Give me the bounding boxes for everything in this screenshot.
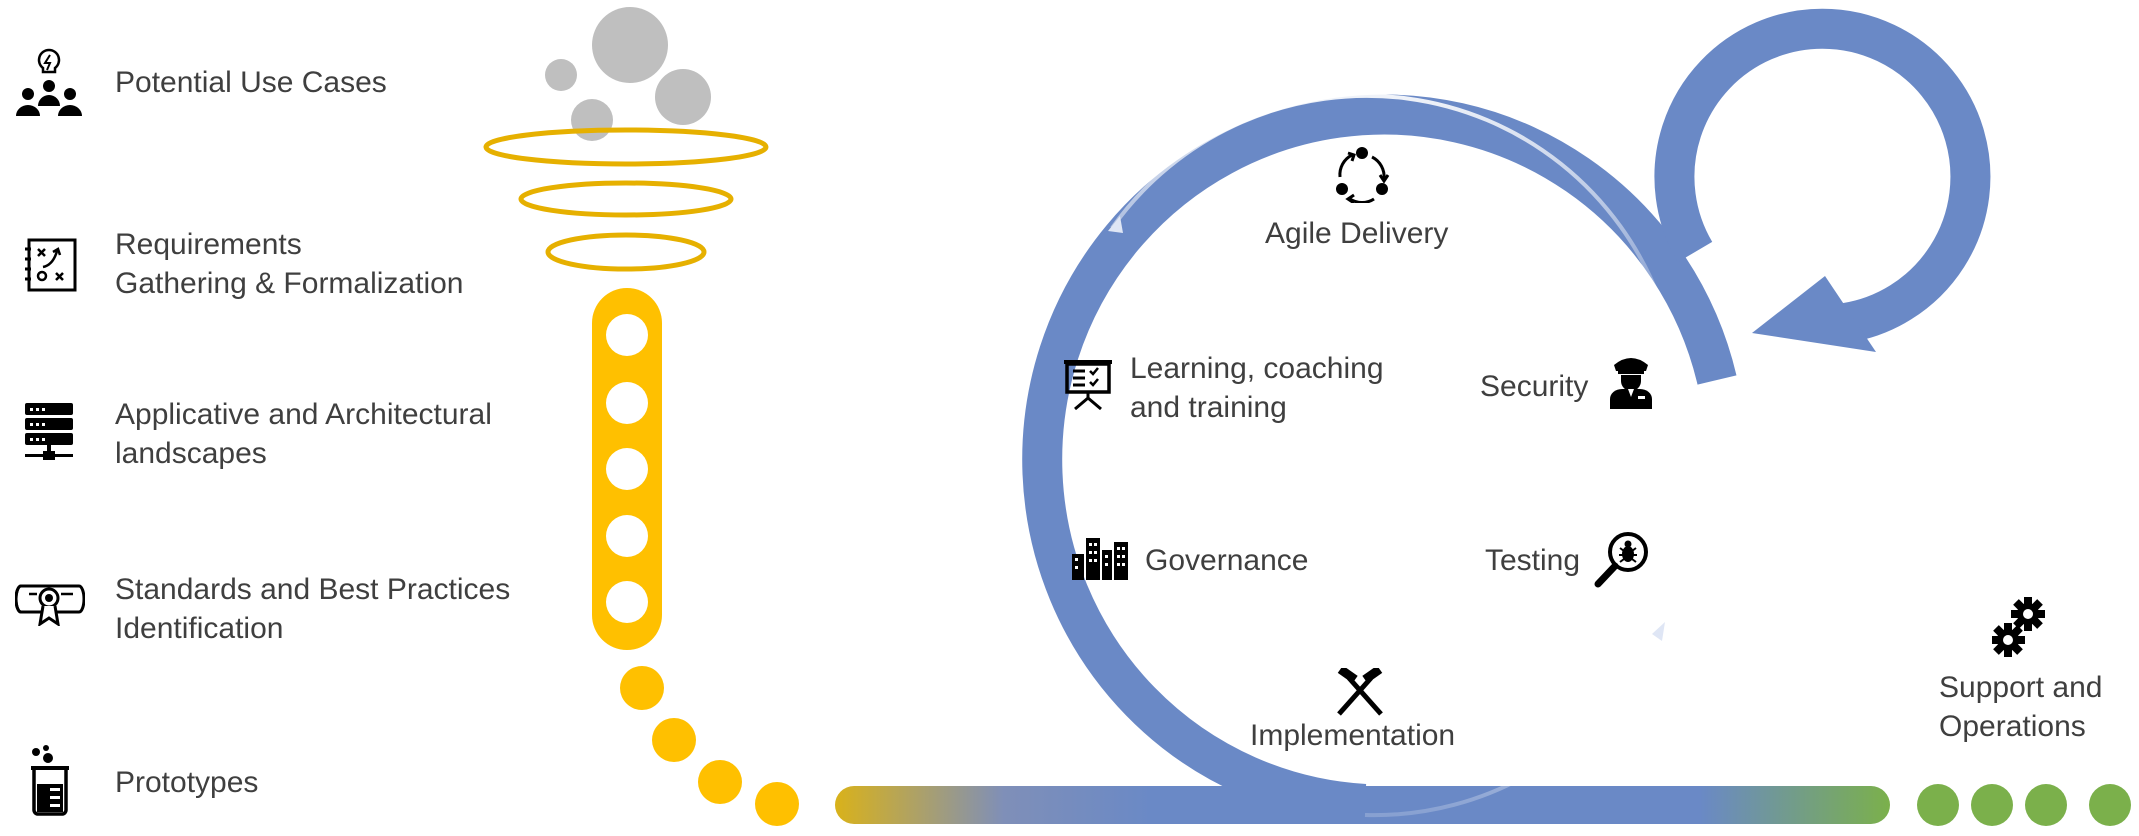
step-label-prototypes: Prototypes (115, 766, 259, 799)
beaker-icon (28, 744, 72, 821)
gears-icon (1991, 594, 2052, 665)
step-label-potential-use-cases: Potential Use Cases (115, 66, 387, 99)
step-label-applicative: Applicative and Architectural landscapes (115, 398, 492, 470)
agile-loop (835, 8, 1991, 824)
certificate-icon (14, 582, 86, 631)
server-icon (24, 402, 74, 467)
cycle-arrows-icon (1334, 147, 1390, 208)
yellow-dots (620, 666, 799, 826)
governance-label: Governance (1145, 544, 1309, 577)
security-label: Security (1480, 370, 1589, 403)
buildings-icon (1072, 536, 1128, 585)
learning-label: Learning, coaching and training (1130, 352, 1384, 424)
security-guard-icon (1608, 355, 1654, 414)
presentation-board-icon (1063, 358, 1113, 415)
funnel-rings (483, 127, 769, 272)
hammer-tools-icon (1335, 665, 1385, 721)
green-dots (1917, 784, 2131, 826)
agile-delivery-label: Agile Delivery (1265, 217, 1449, 250)
funnel-tube (592, 288, 662, 650)
step-label-standards: Standards and Best Practices Identificat… (115, 573, 511, 645)
team-idea-icon (14, 48, 84, 123)
idea-bubbles (545, 7, 711, 141)
step-label-requirements: Requirements Gathering & Formalization (115, 228, 464, 300)
implementation-label: Implementation (1250, 719, 1456, 752)
support-operations-label: Support and Operations (1939, 671, 2103, 743)
strategy-board-icon (23, 237, 79, 298)
bug-search-icon (1594, 530, 1652, 593)
testing-label: Testing (1485, 544, 1581, 577)
